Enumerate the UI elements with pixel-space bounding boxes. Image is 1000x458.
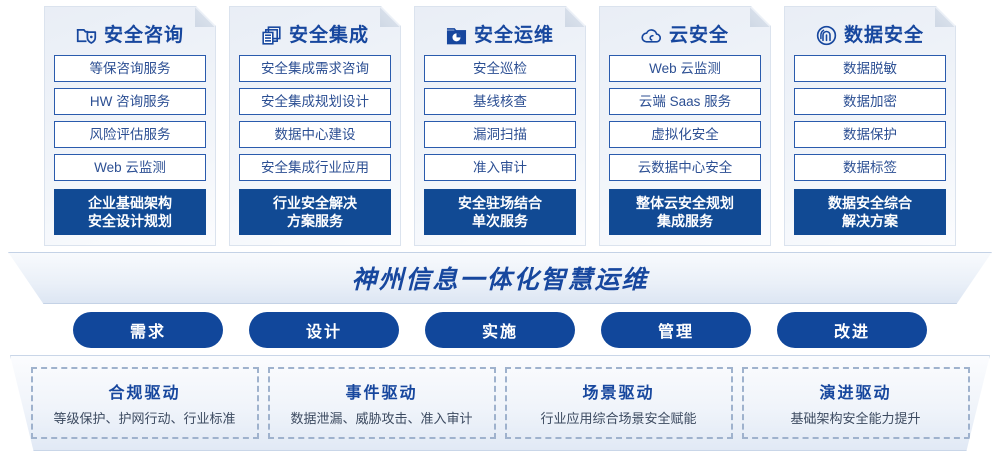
phase-pill-management[interactable]: 管理 <box>601 312 751 348</box>
folded-corner-decoration <box>195 7 215 27</box>
driver-title: 场景驱动 <box>582 385 655 402</box>
folder-shield-icon <box>76 25 97 46</box>
phase-pill-requirement[interactable]: 需求 <box>73 312 223 348</box>
folded-corner-decoration <box>935 7 955 27</box>
service-item[interactable]: 虚拟化安全 <box>609 121 761 148</box>
driver-description: 行业应用综合场景安全赋能 <box>540 411 697 426</box>
service-item-list: 数据脱敏 数据加密 数据保护 数据标签 数据安全综合 解决方案 <box>794 55 946 235</box>
service-item[interactable]: 等保咨询服务 <box>54 55 206 82</box>
driver-box-compliance[interactable]: 合规驱动 等级保护、护网行动、行业标准 <box>30 367 259 439</box>
card-title: 数据安全 <box>843 24 924 46</box>
driver-section: 合规驱动 等级保护、护网行动、行业标准 事件驱动 数据泄漏、威胁攻击、准入审计 … <box>10 355 990 451</box>
service-highlight-box[interactable]: 行业安全解决 方案服务 <box>239 189 391 235</box>
service-card-security-operations[interactable]: 安全运维 安全巡检 基线核查 漏洞扫描 准入审计 安全驻场结合 单次服务 <box>414 6 586 246</box>
service-highlight-box[interactable]: 整体云安全规划 集成服务 <box>609 189 761 235</box>
service-highlight-box[interactable]: 安全驻场结合 单次服务 <box>424 189 576 235</box>
folded-corner-decoration <box>380 7 400 27</box>
driver-title: 合规驱动 <box>108 385 181 402</box>
highlight-line-1: 整体云安全规划 <box>636 195 734 211</box>
card-header: 数据安全 <box>816 23 924 47</box>
service-card-data-security[interactable]: 数据安全 数据脱敏 数据加密 数据保护 数据标签 数据安全综合 解决方案 <box>784 6 956 246</box>
service-item-list: 安全巡检 基线核查 漏洞扫描 准入审计 安全驻场结合 单次服务 <box>424 55 576 235</box>
service-card-cloud-security[interactable]: 云安全 Web 云监测 云端 Saas 服务 虚拟化安全 云数据中心安全 整体云… <box>599 6 771 246</box>
cloud-icon <box>641 25 662 46</box>
phase-pill-improvement[interactable]: 改进 <box>777 312 927 348</box>
service-item[interactable]: 准入审计 <box>424 154 576 181</box>
driver-description: 基础架构安全能力提升 <box>790 411 921 426</box>
highlight-line-1: 数据安全综合 <box>828 195 912 211</box>
highlight-line-2: 方案服务 <box>287 213 343 229</box>
driver-box-incident[interactable]: 事件驱动 数据泄漏、威胁攻击、准入审计 <box>267 367 496 439</box>
service-item[interactable]: Web 云监测 <box>609 55 761 82</box>
highlight-line-1: 安全驻场结合 <box>458 195 542 211</box>
platform-banner-text: 神州信息一体化智慧运维 <box>351 266 649 294</box>
phase-pill-design[interactable]: 设计 <box>249 312 399 348</box>
service-highlight-box[interactable]: 数据安全综合 解决方案 <box>794 189 946 235</box>
service-highlight-box[interactable]: 企业基础架构 安全设计规划 <box>54 189 206 235</box>
service-item[interactable]: 漏洞扫描 <box>424 121 576 148</box>
service-item[interactable]: 安全集成规划设计 <box>239 88 391 115</box>
fingerprint-icon <box>816 25 837 46</box>
card-header: 安全运维 <box>446 23 554 47</box>
service-item[interactable]: 数据脱敏 <box>794 55 946 82</box>
service-item-list: Web 云监测 云端 Saas 服务 虚拟化安全 云数据中心安全 整体云安全规划… <box>609 55 761 235</box>
service-item-list: 安全集成需求咨询 安全集成规划设计 数据中心建设 安全集成行业应用 行业安全解决… <box>239 55 391 235</box>
service-item[interactable]: 云端 Saas 服务 <box>609 88 761 115</box>
service-item[interactable]: Web 云监测 <box>54 154 206 181</box>
folded-corner-decoration <box>565 7 585 27</box>
driver-title: 事件驱动 <box>345 385 418 402</box>
service-item[interactable]: 安全巡检 <box>424 55 576 82</box>
service-item[interactable]: 基线核查 <box>424 88 576 115</box>
driver-description: 数据泄漏、威胁攻击、准入审计 <box>290 411 473 426</box>
service-item[interactable]: 风险评估服务 <box>54 121 206 148</box>
folded-corner-decoration <box>750 7 770 27</box>
service-card-security-integration[interactable]: 安全集成 安全集成需求咨询 安全集成规划设计 数据中心建设 安全集成行业应用 行… <box>229 6 401 246</box>
highlight-line-1: 企业基础架构 <box>88 195 172 211</box>
card-title: 安全咨询 <box>103 24 184 46</box>
highlight-line-1: 行业安全解决 <box>273 195 357 211</box>
service-item[interactable]: 数据标签 <box>794 154 946 181</box>
service-item[interactable]: 安全集成行业应用 <box>239 154 391 181</box>
card-title: 云安全 <box>668 24 729 46</box>
service-card-security-consulting[interactable]: 安全咨询 等保咨询服务 HW 咨询服务 风险评估服务 Web 云监测 企业基础架… <box>44 6 216 246</box>
service-item[interactable]: 数据保护 <box>794 121 946 148</box>
card-header: 安全咨询 <box>76 23 184 47</box>
phase-pill-row: 需求 设计 实施 管理 改进 <box>0 312 1000 350</box>
card-title: 安全集成 <box>288 24 369 46</box>
driver-description: 等级保护、护网行动、行业标准 <box>53 411 236 426</box>
card-header: 安全集成 <box>261 23 369 47</box>
service-item[interactable]: 数据加密 <box>794 88 946 115</box>
highlight-line-2: 解决方案 <box>842 213 898 229</box>
card-header: 云安全 <box>641 23 729 47</box>
driver-title: 演进驱动 <box>819 385 892 402</box>
highlight-line-2: 集成服务 <box>657 213 713 229</box>
platform-banner: 神州信息一体化智慧运维 <box>8 252 992 304</box>
phase-pill-implementation[interactable]: 实施 <box>425 312 575 348</box>
highlight-line-2: 安全设计规划 <box>88 213 172 229</box>
card-title: 安全运维 <box>473 24 554 46</box>
folder-chart-icon <box>446 25 467 46</box>
service-item-list: 等保咨询服务 HW 咨询服务 风险评估服务 Web 云监测 企业基础架构 安全设… <box>54 55 206 235</box>
service-item[interactable]: HW 咨询服务 <box>54 88 206 115</box>
service-cards-row: 安全咨询 等保咨询服务 HW 咨询服务 风险评估服务 Web 云监测 企业基础架… <box>0 6 1000 252</box>
driver-box-scenario[interactable]: 场景驱动 行业应用综合场景安全赋能 <box>504 367 733 439</box>
service-item[interactable]: 安全集成需求咨询 <box>239 55 391 82</box>
service-item[interactable]: 云数据中心安全 <box>609 154 761 181</box>
stacked-documents-icon <box>261 25 282 46</box>
service-item[interactable]: 数据中心建设 <box>239 121 391 148</box>
driver-box-evolution[interactable]: 演进驱动 基础架构安全能力提升 <box>741 367 970 439</box>
highlight-line-2: 单次服务 <box>472 213 528 229</box>
